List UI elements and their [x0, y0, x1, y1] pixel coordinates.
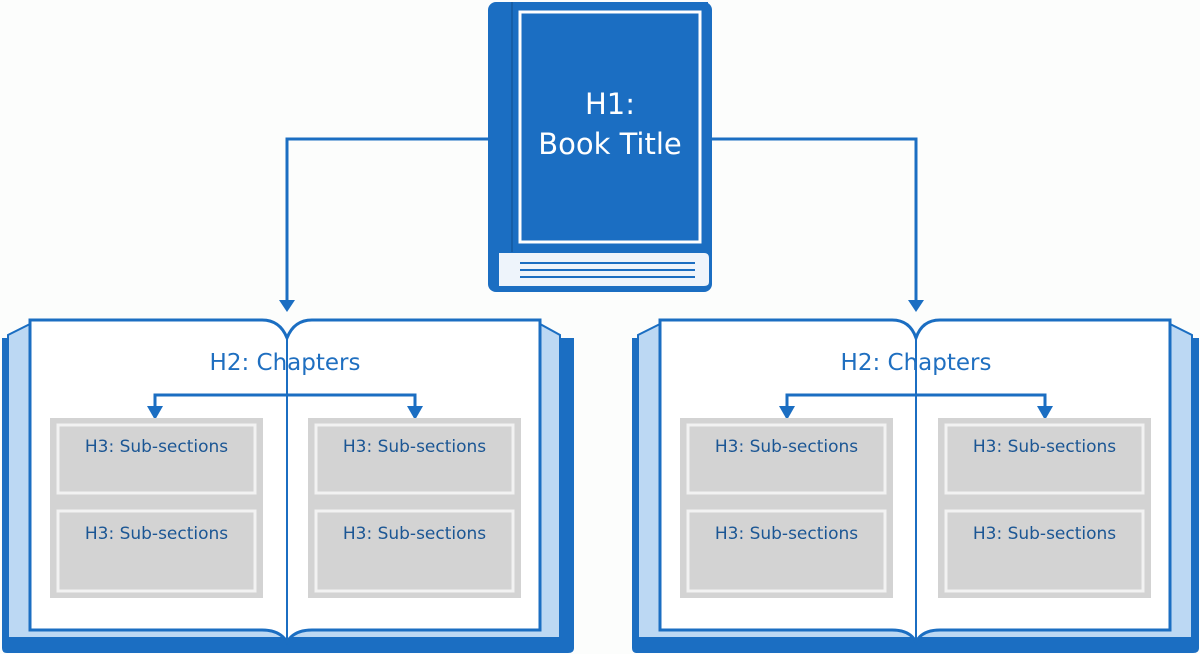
h3-subsection-label: H3: Sub-sections: [972, 524, 1117, 544]
h2-chapter-label-right: H2: Chapters: [840, 350, 992, 376]
root-book-icon: [488, 2, 712, 292]
h1-label-line2: Book Title: [538, 127, 682, 161]
h3-subsection-label: H3: Sub-sections: [342, 524, 487, 544]
root-to-chapter-connector-left: [279, 137, 488, 312]
h3-subsection-label: H3: Sub-sections: [84, 437, 229, 457]
h3-subsection-label: H3: Sub-sections: [84, 524, 229, 544]
h3-subsection-label: H3: Sub-sections: [972, 437, 1117, 457]
h2-chapter-label-left: H2: Chapters: [209, 350, 361, 376]
h3-subsection-label: H3: Sub-sections: [714, 437, 859, 457]
chapter-book-left: [2, 318, 574, 653]
root-to-chapter-connector-right: [712, 137, 924, 312]
chapter-book-right: [632, 318, 1199, 653]
h3-subsection-label: H3: Sub-sections: [342, 437, 487, 457]
h1-label-line1: H1:: [584, 87, 636, 121]
h1-book-title-label: H1: Book Title: [520, 84, 700, 164]
h3-subsection-label: H3: Sub-sections: [714, 524, 859, 544]
